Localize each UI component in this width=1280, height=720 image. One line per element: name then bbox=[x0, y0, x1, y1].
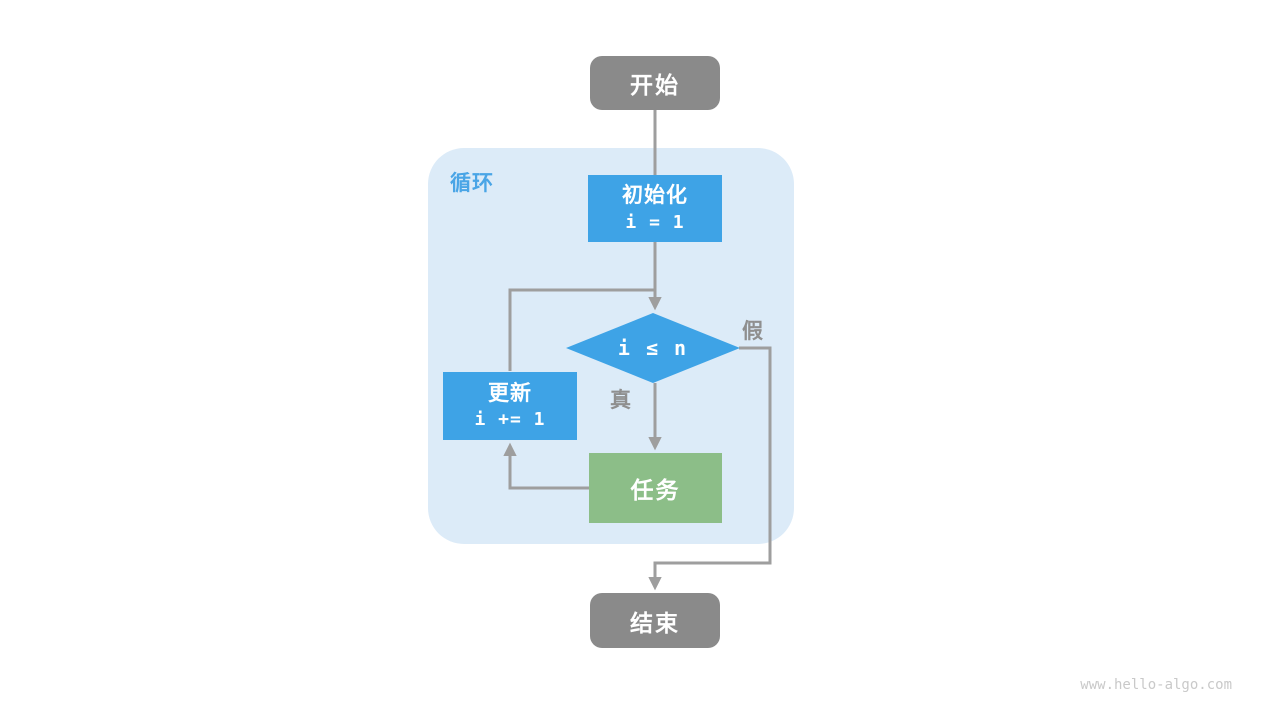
update-node-code: i += 1 bbox=[474, 409, 546, 431]
init-node-code: i = 1 bbox=[625, 211, 685, 233]
edge-update-loopback bbox=[508, 288, 657, 371]
edge-condition-to-end bbox=[648, 346, 772, 591]
task-node: 任务 bbox=[589, 453, 722, 523]
update-node-label: 更新 bbox=[488, 381, 532, 405]
watermark: www.hello-algo.com bbox=[1080, 677, 1232, 693]
start-node: 开始 bbox=[590, 56, 720, 110]
false-branch-label: 假 bbox=[742, 320, 763, 343]
init-node-label: 初始化 bbox=[622, 184, 688, 208]
edge-task-to-update bbox=[503, 442, 590, 490]
end-node: 结束 bbox=[590, 593, 720, 648]
update-node: 更新 i += 1 bbox=[443, 372, 577, 440]
init-node: 初始化 i = 1 bbox=[588, 175, 722, 242]
start-node-label: 开始 bbox=[630, 72, 680, 98]
end-node-label: 结束 bbox=[630, 609, 680, 636]
true-branch-label: 真 bbox=[610, 389, 631, 412]
condition-node-code: i ≤ n bbox=[617, 336, 689, 360]
task-node-label: 任务 bbox=[630, 477, 681, 503]
loop-region-label: 循环 bbox=[450, 172, 494, 195]
